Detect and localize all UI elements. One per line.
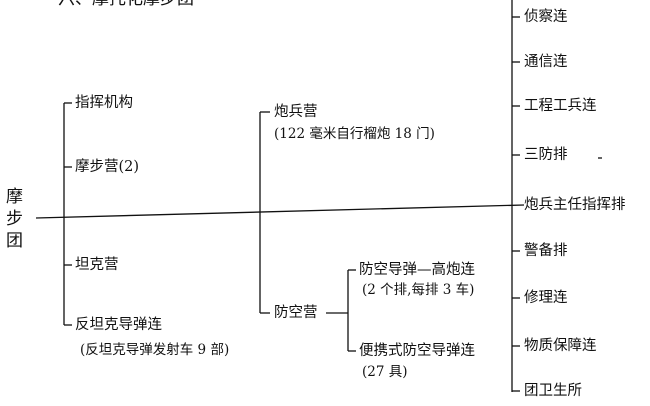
right-node-repair-company: 修理连 [524,290,568,306]
root-char-3: 团 [6,231,23,251]
right-node-nbc-platoon: 三防排 [524,147,568,163]
right-node-engineer-company: 工程工兵连 [524,98,597,114]
right-node-signal-company: 通信连 [524,54,568,70]
right-node-medical-station: 团卫生所 [524,383,582,399]
right-node-supply-company: 物质保障连 [524,338,597,354]
ad-node-manpads-company: 便携式防空导弹连 [359,343,475,359]
left-note-antitank: (反坦克导弹发射车 9 部) [80,342,230,358]
page-title: 六、摩托化摩步团 [58,0,194,10]
left-node-infantry-battalion: 摩步营(2) [75,159,140,175]
right-node-recon-company: 侦察连 [524,9,568,25]
trunk-line [35,204,525,219]
left-node-antitank-company: 反坦克导弹连 [75,317,162,333]
ad-note-manpads: (27 具) [362,364,408,380]
root-char-1: 摩 [6,187,23,207]
middle-node-air-defense-battalion: 防空营 [274,305,318,321]
middle-node-artillery-battalion: 炮兵营 [274,104,318,120]
middle-note-artillery: (122 毫米自行榴炮 18 门) [274,126,435,142]
right-node-guard-platoon: 警备排 [524,243,568,259]
left-node-tank-battalion: 坦克营 [75,257,119,273]
root-char-2: 步 [6,209,23,229]
ad-node-missile-aa-company: 防空导弹—高炮连 [359,262,475,278]
ad-note-missile-aa: (2 个排,每排 3 车) [362,282,475,298]
left-node-command: 指挥机构 [75,95,133,111]
right-node-artillery-chief-platoon: 炮兵主任指挥排 [524,197,626,213]
